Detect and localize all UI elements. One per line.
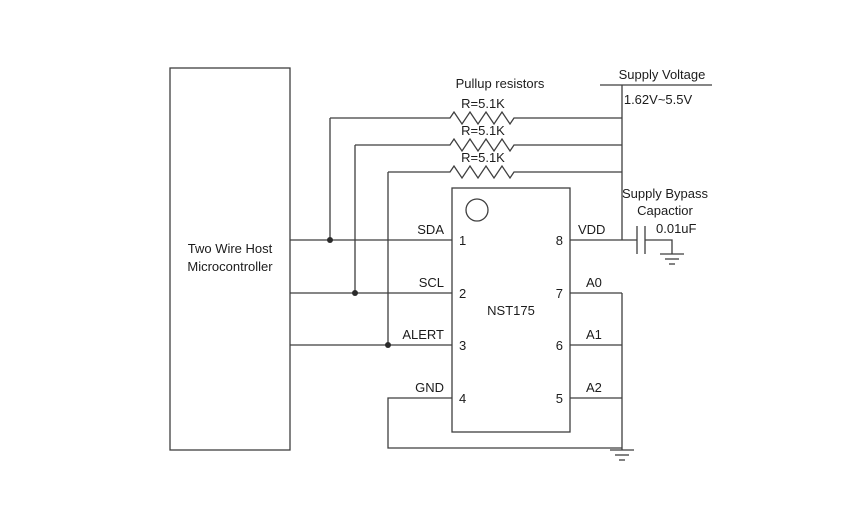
pullup1-value-label: R=5.1K xyxy=(461,96,505,111)
nst175-chip-body xyxy=(451,187,571,433)
pin-number-7: 7 xyxy=(556,286,563,301)
pullup3-value-label: R=5.1K xyxy=(461,150,505,165)
pin-label-a2: A2 xyxy=(586,380,602,395)
pin-label-a1: A1 xyxy=(586,327,602,342)
pin-number-1: 1 xyxy=(459,233,466,248)
pin-number-4: 4 xyxy=(459,391,466,406)
supply-voltage-label: Supply Voltage xyxy=(619,67,706,82)
microcontroller-box xyxy=(169,67,291,451)
pin-number-6: 6 xyxy=(556,338,563,353)
pin-label-sda: SDA xyxy=(417,222,444,237)
pullup-resistor-1-symbol xyxy=(330,110,622,126)
pullup-resistors-heading: Pullup resistors xyxy=(456,76,545,91)
bypass-label-line2: Capactior xyxy=(637,203,693,218)
pin-label-vdd: VDD xyxy=(578,222,605,237)
capacitor-ground-wire xyxy=(645,239,673,254)
chip-name: NST175 xyxy=(487,303,535,318)
pin-number-5: 5 xyxy=(556,391,563,406)
pullup-resistor-3-symbol xyxy=(388,164,622,180)
pin-label-scl: SCL xyxy=(419,275,444,290)
capacitor-value-label: 0.01uF xyxy=(656,221,697,236)
supply-voltage-range: 1.62V~5.5V xyxy=(624,92,693,107)
pin-label-alert: ALERT xyxy=(402,327,444,342)
pin1-indicator-dot xyxy=(465,198,489,222)
pin-number-3: 3 xyxy=(459,338,466,353)
pin-label-a0: A0 xyxy=(586,275,602,290)
pin-number-2: 2 xyxy=(459,286,466,301)
sda-junction-dot xyxy=(327,237,333,243)
alert-junction-dot xyxy=(385,342,391,348)
pullup2-value-label: R=5.1K xyxy=(461,123,505,138)
address-ground-symbol xyxy=(610,449,634,461)
bypass-label-line1: Supply Bypass xyxy=(622,186,708,201)
pin-label-gnd: GND xyxy=(415,380,444,395)
microcontroller-label-line1: Two Wire Host xyxy=(188,241,273,256)
scl-junction-dot xyxy=(352,290,358,296)
pullup-resistor-2-symbol xyxy=(355,137,622,153)
gnd-wire xyxy=(387,397,622,449)
pin-number-8: 8 xyxy=(556,233,563,248)
microcontroller-label-line2: Microcontroller xyxy=(187,259,273,274)
bypass-ground-symbol xyxy=(660,253,684,265)
